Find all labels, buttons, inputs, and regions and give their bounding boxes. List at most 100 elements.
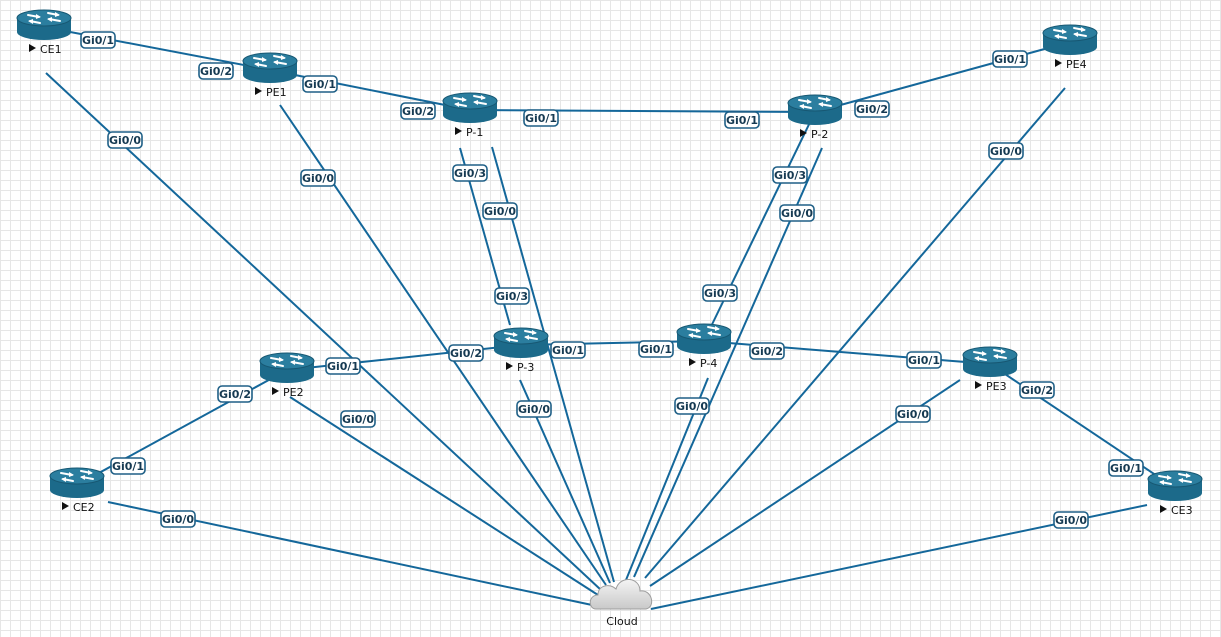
svg-text:Gi0/0: Gi0/0: [781, 207, 813, 220]
interface-label-p1-gi0-3: Gi0/3: [452, 164, 488, 182]
svg-text:Gi0/1: Gi0/1: [327, 360, 359, 373]
play-triangle-icon[interactable]: [62, 502, 69, 510]
node-label: PE4: [1066, 58, 1087, 71]
interface-label-ce3-gi0-0: Gi0/0: [1053, 511, 1089, 529]
svg-text:Gi0/1: Gi0/1: [112, 460, 144, 473]
interface-label-p3-gi0-2: Gi0/2: [448, 344, 484, 362]
router-icon-arrowheads: [505, 330, 537, 342]
node-label: P-3: [517, 361, 534, 374]
svg-text:Gi0/2: Gi0/2: [200, 65, 232, 78]
play-triangle-icon[interactable]: [506, 362, 513, 370]
interface-label-pe4-gi0-1: Gi0/1: [992, 50, 1028, 68]
link-pe2-p3[interactable]: [286, 344, 522, 371]
interface-label-pe2-gi0-1: Gi0/1: [325, 357, 361, 375]
interface-label-pe2-gi0-0: Gi0/0: [340, 410, 376, 428]
interface-label-p2-gi0-2: Gi0/2: [854, 100, 890, 118]
node-pe4[interactable]: PE4: [1042, 24, 1098, 71]
link-p2-pe4[interactable]: [814, 41, 1071, 113]
svg-text:Gi0/0: Gi0/0: [302, 172, 334, 185]
node-p-2[interactable]: P-2: [787, 94, 843, 141]
node-p-4[interactable]: P-4: [676, 323, 732, 370]
router-icon-arrowheads: [1159, 473, 1191, 485]
play-triangle-icon[interactable]: [1160, 505, 1167, 513]
link-ce1-pe1[interactable]: [43, 26, 271, 71]
node-label: P-1: [466, 126, 483, 139]
link-p1-p2[interactable]: [469, 109, 816, 113]
play-triangle-icon[interactable]: [455, 127, 462, 135]
link-pe1-p1[interactable]: [269, 69, 471, 111]
svg-text:Gi0/0: Gi0/0: [990, 145, 1022, 158]
interface-label-p2-gi0-3: Gi0/3: [772, 166, 808, 184]
node-ce2[interactable]: CE2: [49, 467, 105, 514]
svg-text:Gi0/1: Gi0/1: [908, 354, 940, 367]
node-pe1[interactable]: PE1: [242, 52, 298, 99]
play-triangle-icon[interactable]: [975, 381, 982, 389]
play-triangle-icon[interactable]: [255, 87, 262, 95]
svg-text:Gi0/0: Gi0/0: [1055, 514, 1087, 527]
router-icon-arrowheads: [688, 326, 720, 338]
link-ce2-pe2[interactable]: [76, 369, 288, 486]
cloud-icon: [589, 579, 653, 610]
interface-label-ce3-gi0-1: Gi0/1: [1108, 459, 1144, 477]
router-icon-arrowheads: [254, 55, 286, 67]
interface-label-pe4-gi0-0: Gi0/0: [988, 142, 1024, 160]
play-triangle-icon[interactable]: [272, 387, 279, 395]
interface-label-p4-gi0-3: Gi0/3: [702, 284, 738, 302]
node-ce3[interactable]: CE3: [1147, 470, 1203, 517]
interface-label-p3-gi0-0: Gi0/0: [516, 400, 552, 418]
play-triangle-icon[interactable]: [689, 358, 696, 366]
svg-text:Gi0/0: Gi0/0: [342, 413, 374, 426]
router-icon-arrowheads: [454, 95, 486, 107]
interface-label-p3-gi0-1: Gi0/1: [550, 341, 586, 359]
svg-text:Gi0/0: Gi0/0: [518, 403, 550, 416]
play-triangle-icon[interactable]: [800, 129, 807, 137]
node-cloud[interactable]: Cloud: [589, 579, 653, 628]
svg-text:Gi0/0: Gi0/0: [676, 400, 708, 413]
interface-label-pe3-gi0-0: Gi0/0: [895, 405, 931, 423]
node-label: P-2: [811, 128, 828, 141]
link-p2-p4[interactable]: [703, 111, 816, 342]
svg-text:Gi0/1: Gi0/1: [82, 34, 114, 47]
link-p3-p4[interactable]: [520, 340, 705, 346]
interface-label-p1-gi0-1: Gi0/1: [523, 109, 559, 127]
play-triangle-icon[interactable]: [29, 44, 36, 52]
node-p-3[interactable]: P-3: [493, 327, 549, 374]
interface-label-pe3-gi0-2: Gi0/2: [1019, 381, 1055, 399]
link-pe4-cloud[interactable]: [644, 87, 1066, 579]
svg-text:Gi0/1: Gi0/1: [525, 112, 557, 125]
router-icon-arrowheads: [61, 470, 93, 482]
node-ce1[interactable]: CE1: [16, 9, 72, 56]
node-pe2[interactable]: PE2: [259, 352, 315, 399]
interface-label-ce1-gi0-1: Gi0/1: [80, 31, 116, 49]
interface-label-pe2-gi0-2: Gi0/2: [217, 385, 253, 403]
interface-label-p4-gi0-0: Gi0/0: [674, 397, 710, 415]
router-icon-arrowheads: [271, 355, 303, 367]
svg-text:Gi0/1: Gi0/1: [552, 344, 584, 357]
svg-text:Gi0/2: Gi0/2: [1021, 384, 1053, 397]
link-p4-pe3[interactable]: [703, 340, 991, 365]
link-pe2-cloud[interactable]: [289, 396, 599, 596]
node-label: PE2: [283, 386, 304, 399]
interface-label-ce2-gi0-1: Gi0/1: [110, 457, 146, 475]
router-icon-arrowheads: [974, 349, 1006, 361]
svg-text:Gi0/1: Gi0/1: [726, 114, 758, 127]
interface-label-p3-gi0-3: Gi0/3: [494, 287, 530, 305]
svg-text:Gi0/2: Gi0/2: [856, 103, 888, 116]
svg-text:Gi0/0: Gi0/0: [109, 134, 141, 147]
node-label: Cloud: [606, 615, 637, 628]
link-pe3-ce3[interactable]: [989, 363, 1176, 489]
svg-text:Gi0/2: Gi0/2: [219, 388, 251, 401]
link-ce1-cloud[interactable]: [45, 72, 602, 591]
interface-label-pe3-gi0-1: Gi0/1: [906, 351, 942, 369]
interface-label-p4-gi0-2: Gi0/2: [749, 342, 785, 360]
interface-label-pe1-gi0-2: Gi0/2: [198, 62, 234, 80]
node-p-1[interactable]: P-1: [442, 92, 498, 139]
play-triangle-icon[interactable]: [1055, 59, 1062, 67]
router-icon-arrowheads: [28, 12, 60, 24]
interface-label-pe1-gi0-0: Gi0/0: [300, 169, 336, 187]
node-pe3[interactable]: PE3: [962, 346, 1018, 393]
interface-label-p1-gi0-0: Gi0/0: [482, 202, 518, 220]
interface-label-ce2-gi0-0: Gi0/0: [160, 510, 196, 528]
